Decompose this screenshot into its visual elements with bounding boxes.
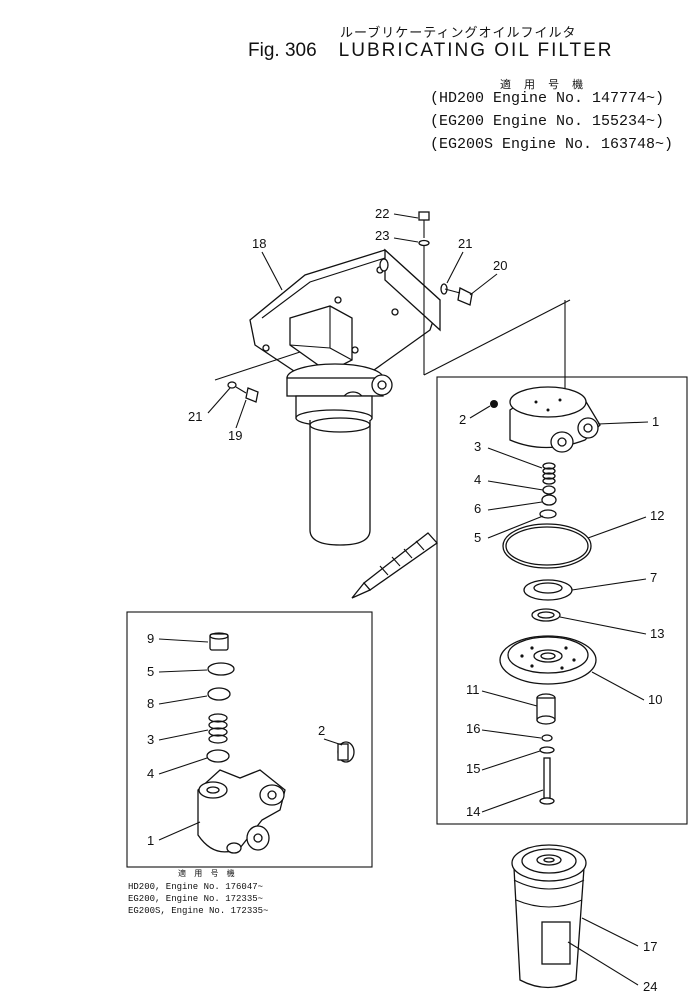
callout-19: 19 (228, 428, 242, 443)
seat-part (541, 494, 557, 506)
applicability-line: (EG200 Engine No. 155234~) (430, 113, 665, 130)
callout-24: 24 (643, 979, 657, 994)
figure-name: LUBRICATING OIL FILTER (338, 40, 614, 61)
center-bolt-part (539, 757, 555, 805)
callout-2: 2 (459, 412, 466, 427)
applicability-heading: 適 用 号 機 (500, 79, 589, 91)
callout-21-bottom: 21 (188, 409, 202, 424)
inset-snap-ring-part (207, 662, 235, 676)
callout-20: 20 (493, 258, 507, 273)
callout-4: 4 (474, 472, 481, 487)
inset-callout-9: 9 (147, 631, 154, 646)
inset-applicability-line: EG200, Engine No. 172335~ (128, 894, 264, 904)
washer-part (539, 746, 555, 754)
spring-part (542, 462, 556, 485)
inset-callout-4: 4 (147, 766, 154, 781)
inset-applicability-line: HD200, Engine No. 176047~ (128, 882, 264, 892)
inset-applicability-heading: 適 用 号 機 (178, 869, 238, 878)
center-tube-part (536, 693, 556, 725)
callout-14: 14 (466, 804, 480, 819)
callout-17: 17 (643, 939, 657, 954)
callout-7: 7 (650, 570, 657, 585)
callout-12: 12 (650, 508, 664, 523)
washer-part (541, 734, 553, 742)
inset-spring-part (208, 713, 228, 744)
valve-part (542, 485, 556, 495)
inset-callout-5: 5 (147, 664, 154, 679)
view-arrow (351, 532, 438, 599)
inset-frame (126, 611, 373, 868)
mounting-bracket (214, 248, 571, 381)
figure-title: Fig. 306 LUBRICATING OIL FILTER (248, 40, 614, 62)
label-part (541, 921, 571, 965)
filter-head-part (509, 386, 601, 453)
applicability-line: (HD200 Engine No. 147774~) (430, 90, 665, 107)
inset-filter-head-part (197, 769, 286, 854)
callout-16: 16 (466, 721, 480, 736)
gasket-part (531, 608, 561, 622)
bolt-part (440, 283, 473, 306)
callout-6: 6 (474, 501, 481, 516)
applicability-line: (EG200S Engine No. 163748~) (430, 136, 674, 153)
callout-13: 13 (650, 626, 664, 641)
figure-number: Fig. 306 (248, 40, 317, 61)
callout-18: 18 (252, 236, 266, 251)
callout-15: 15 (466, 761, 480, 776)
inset-callout-3: 3 (147, 732, 154, 747)
inset-plug-part (337, 741, 355, 763)
inset-seat-part (207, 687, 231, 701)
inset-applicability-line: EG200S, Engine No. 172335~ (128, 906, 269, 916)
inset-callout-1: 1 (147, 833, 154, 848)
inset-valve-part (206, 749, 230, 763)
callout-21-top: 21 (458, 236, 472, 251)
callout-3: 3 (474, 439, 481, 454)
filter-housing-assembly (286, 363, 393, 546)
filter-base-plate-part (499, 635, 597, 685)
callout-5: 5 (474, 530, 481, 545)
callout-22: 22 (375, 206, 389, 221)
callout-10: 10 (648, 692, 662, 707)
o-ring-part (502, 523, 592, 569)
bolt-part (418, 211, 430, 335)
callout-11: 11 (466, 682, 480, 697)
bolt-part (227, 381, 259, 403)
plug-part (490, 400, 498, 408)
exploded-panel-frame (436, 376, 688, 825)
snap-ring-part (539, 509, 557, 519)
callout-23: 23 (375, 228, 389, 243)
inset-plug-part (209, 632, 229, 651)
inset-callout-8: 8 (147, 696, 154, 711)
inset-callout-2: 2 (318, 723, 325, 738)
japanese-title: ルーブリケーティングオイルフイルタ (340, 25, 577, 40)
callout-1: 1 (652, 414, 659, 429)
filter-cartridge-part (511, 844, 587, 989)
